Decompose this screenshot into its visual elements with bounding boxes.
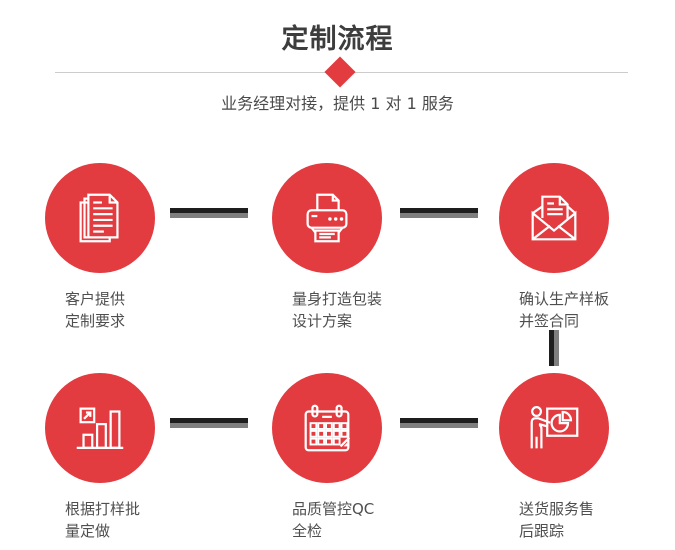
step-quality-control: 品质管控QC 全检 bbox=[272, 373, 447, 542]
step-packaging-design: 量身打造包装 设计方案 bbox=[272, 163, 447, 332]
step-label: 根据打样批 量定做 bbox=[65, 500, 141, 540]
step-sample-contract: 确认生产样板 并签合同 bbox=[499, 163, 674, 332]
calendar-icon bbox=[296, 397, 358, 459]
connector-step2-step3 bbox=[400, 208, 478, 218]
step-label: 客户提供 定制要求 bbox=[65, 290, 126, 330]
connector-step5-step6 bbox=[400, 418, 478, 428]
step-batch-production: 根据打样批 量定做 bbox=[45, 373, 220, 542]
connector-step3-step6 bbox=[549, 330, 559, 366]
step-circle bbox=[45, 373, 155, 483]
step-label: 品质管控QC 全检 bbox=[292, 500, 375, 540]
step-circle bbox=[499, 373, 609, 483]
step-circle bbox=[272, 163, 382, 273]
printer-icon bbox=[296, 187, 358, 249]
step-circle bbox=[45, 163, 155, 273]
presentation-icon bbox=[523, 397, 585, 459]
diamond-icon bbox=[324, 56, 356, 88]
connector-step1-step2 bbox=[170, 208, 248, 218]
step-circle bbox=[272, 373, 382, 483]
step-label: 送货服务售 后跟踪 bbox=[519, 500, 595, 540]
page-title: 定制流程 bbox=[281, 24, 394, 55]
step-label: 量身打造包装 设计方案 bbox=[292, 290, 383, 330]
step-delivery-aftersales: 送货服务售 后跟踪 bbox=[499, 373, 674, 542]
bar-chart-icon bbox=[69, 397, 131, 459]
envelope-icon bbox=[523, 187, 585, 249]
documents-icon bbox=[69, 187, 131, 249]
connector-step4-step5 bbox=[170, 418, 248, 428]
subtitle: 业务经理对接，提供 1 对 1 服务 bbox=[221, 94, 454, 113]
step-customer-requirements: 客户提供 定制要求 bbox=[45, 163, 220, 332]
step-label: 确认生产样板 并签合同 bbox=[519, 290, 610, 330]
step-circle bbox=[499, 163, 609, 273]
